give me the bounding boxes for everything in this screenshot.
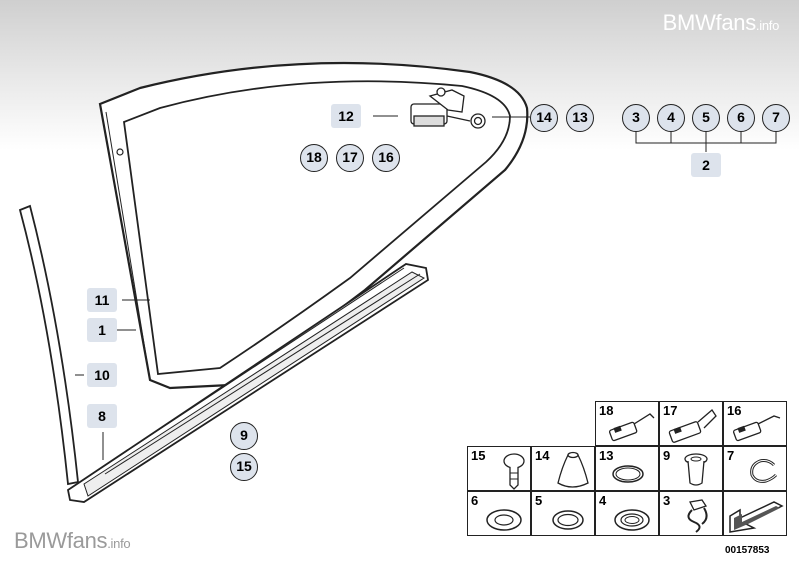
legend-cell-13: 13 (595, 446, 659, 491)
legend-cell-14: 14 (531, 446, 595, 491)
legend-number: 16 (727, 403, 742, 418)
legend-cell-5: 5 (531, 491, 595, 536)
circle-callout-7: 7 (762, 104, 790, 132)
legend-cell-3: 3 (659, 491, 723, 536)
legend-number: 14 (535, 448, 550, 463)
reference-number: 00157853 (725, 545, 770, 556)
watermark-suffix: .info (755, 18, 779, 33)
callout-10: 10 (87, 363, 117, 387)
watermark-bottom: BMWfans.info (14, 528, 131, 554)
push-rivet-icon (503, 453, 525, 490)
connector-clip-icon (732, 415, 781, 442)
washer-ring-icon (552, 510, 584, 530)
legend-cell-4: 4 (595, 491, 659, 536)
connector-clip-icon (668, 409, 717, 443)
legend-cell-6: 6 (467, 491, 531, 536)
circle-callout-13: 13 (566, 104, 594, 132)
rubber-cap-icon (557, 451, 589, 488)
circle-callout-3: 3 (622, 104, 650, 132)
washer-ring-icon (614, 509, 650, 531)
callout-12: 12 (331, 104, 361, 128)
circle-callout-9: 9 (230, 422, 258, 450)
circle-callout-16: 16 (372, 144, 400, 172)
circle-callout-5: 5 (692, 104, 720, 132)
callout-2: 2 (691, 153, 721, 177)
circle-callout-6: 6 (727, 104, 755, 132)
circle-callout-14: 14 (530, 104, 558, 132)
legend-number: 4 (599, 493, 607, 508)
washer-ring-icon (486, 509, 522, 531)
circle-callout-17: 17 (336, 144, 364, 172)
callout-8: 8 (87, 404, 117, 428)
legend-cell-9: 9 (659, 446, 723, 491)
legend-number: 13 (599, 448, 614, 463)
circle-callout-18: 18 (300, 144, 328, 172)
legend-number: 15 (471, 448, 486, 463)
legend-number: 18 (599, 403, 614, 418)
legend-cell-arrow (723, 491, 787, 536)
legend-cell-17: 17 (659, 401, 723, 446)
legend-number: 7 (727, 448, 735, 463)
legend-number: 3 (663, 493, 671, 508)
hinge-part (410, 87, 486, 129)
washer-ring-icon (612, 465, 644, 483)
expanding-nut-icon (684, 453, 708, 486)
watermark-top: BMWfans.info (662, 10, 780, 36)
watermark-suffix: .info (107, 536, 131, 551)
circle-callout-4: 4 (657, 104, 685, 132)
callout-1: 1 (87, 318, 117, 342)
direction-arrow-icon (729, 501, 784, 533)
legend-number: 5 (535, 493, 543, 508)
pillar-trim-strip (18, 204, 79, 486)
watermark-brand: BMWfans (14, 528, 108, 553)
spring-clip-icon (687, 499, 708, 533)
legend-cell-16: 16 (723, 401, 787, 446)
c-clip-icon (750, 459, 778, 483)
legend-cell-7: 7 (723, 446, 787, 491)
watermark-brand: BMWfans (662, 10, 757, 35)
window-seal-strip (66, 263, 429, 503)
circle-callout-15: 15 (230, 453, 258, 481)
legend-cell-18: 18 (595, 401, 659, 446)
legend-number: 6 (471, 493, 479, 508)
connector-clip-icon (608, 413, 655, 442)
legend-cell-15: 15 (467, 446, 531, 491)
legend-number: 9 (663, 448, 671, 463)
leader-lines (75, 115, 777, 460)
callout-11: 11 (87, 288, 117, 312)
legend-number: 17 (663, 403, 678, 418)
